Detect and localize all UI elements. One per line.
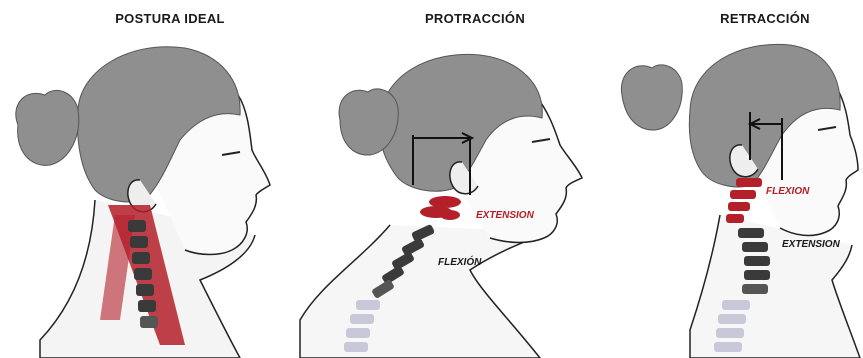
- label-flexion-protraction: FLEXIÓN: [438, 257, 481, 268]
- figure-ideal: [16, 47, 270, 358]
- figure-retraction: [621, 44, 860, 358]
- hair-bun: [621, 65, 682, 130]
- label-flexion-retraction: FLEXION: [766, 186, 809, 197]
- figure-protraction: [300, 54, 582, 358]
- label-extension-protraction: EXTENSION: [476, 210, 534, 221]
- neck-outline: [690, 215, 860, 358]
- label-extension-retraction: EXTENSION: [782, 239, 840, 250]
- hair-bun: [16, 90, 79, 165]
- upper-cervical-extension: [420, 196, 461, 220]
